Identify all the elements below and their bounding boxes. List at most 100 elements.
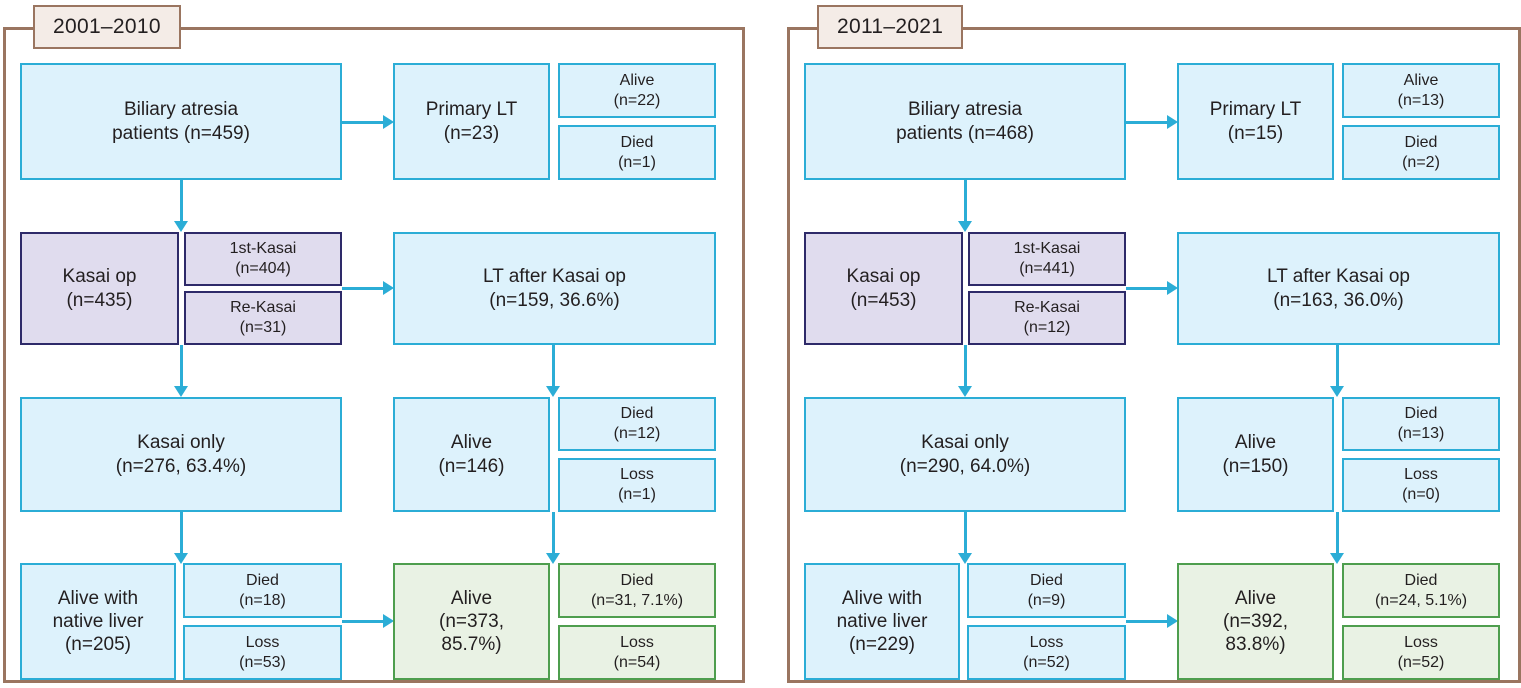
node-primary-lt-alive-p2: Alive (n=13): [1342, 63, 1500, 118]
node-line-2: (n=0): [1402, 486, 1440, 503]
node-line-1: Biliary atresia: [907, 99, 1023, 121]
node-line-2: (n=1): [618, 486, 656, 503]
connector-lt-alive-to-total-p1: [552, 512, 555, 557]
node-lt-loss-p2: Loss (n=0): [1342, 458, 1500, 512]
arrowhead-native-to-total-p1: [383, 614, 394, 628]
node-line-1: LT after Kasai op: [483, 266, 626, 288]
node-lt-after-kasai-p2: LT after Kasai op (n=163, 36.0%): [1177, 232, 1500, 345]
arrowhead-lt-alive-to-total-p1: [546, 553, 560, 564]
node-line-1: Died: [1404, 405, 1438, 423]
arrowhead-kasai-only-to-native-p2: [958, 553, 972, 564]
node-lt-after-kasai-p1: LT after Kasai op (n=159, 36.6%): [393, 232, 716, 345]
node-lt-alive-p2: Alive (n=150): [1177, 397, 1334, 512]
panel-2011-2021: [787, 27, 1521, 683]
node-line-2: (n=441): [1019, 260, 1075, 277]
node-line-2: patients (n=468): [896, 122, 1034, 144]
node-line-1: Died: [620, 571, 654, 589]
node-lt-died-p1: Died (n=12): [558, 397, 716, 451]
node-line-1: Alive: [1234, 587, 1277, 609]
panel-title-2011-2021: 2011–2021: [817, 5, 964, 49]
arrowhead-cohort-to-kasai-p2: [958, 221, 972, 232]
node-total-alive-p1: Alive (n=373, 85.7%): [393, 563, 550, 680]
node-line-1: Loss: [1029, 633, 1064, 651]
connector-cohort-to-kasai-p1: [180, 180, 183, 225]
node-line-2: (n=52): [1397, 653, 1445, 671]
panel-title-label: 2011–2021: [837, 15, 944, 38]
node-native-died-p1: Died (n=18): [183, 563, 342, 618]
node-line-1: Loss: [245, 633, 280, 651]
arrowhead-cohort-to-kasai-p1: [174, 221, 188, 232]
node-line-1: Kasai only: [921, 432, 1009, 454]
node-line-1: Kasai op: [62, 266, 137, 288]
node-kasai-op-p1: Kasai op (n=435): [20, 232, 179, 345]
node-line-1: Died: [620, 133, 654, 151]
connector-native-to-total-p2: [1126, 620, 1170, 623]
node-first-kasai-p2: 1st-Kasai (n=441): [968, 232, 1126, 286]
connector-kasai-to-kasai-only-p1: [180, 345, 183, 390]
node-line-2: (n=12): [1023, 319, 1071, 336]
node-line-1: Died: [1030, 571, 1063, 589]
node-line-2: native liver: [52, 610, 144, 632]
node-primary-lt-died-p2: Died (n=2): [1342, 125, 1500, 180]
node-line-1: Biliary atresia: [123, 99, 239, 121]
node-line-3: 85.7%): [441, 634, 502, 656]
arrowhead-cohort-to-primary-lt-p2: [1167, 115, 1178, 129]
node-line-1: Kasai op: [846, 266, 921, 288]
node-line-1: Re-Kasai: [1014, 299, 1080, 317]
node-line-2: (n=54): [613, 653, 661, 671]
connector-kasai-to-lt-p2: [1126, 287, 1170, 290]
node-line-2: (n=53): [239, 653, 286, 671]
arrowhead-lt-alive-to-total-p2: [1330, 553, 1344, 564]
connector-kasai-only-to-native-p2: [964, 512, 967, 557]
node-total-died-p2: Died (n=24, 5.1%): [1342, 563, 1500, 618]
node-line-1: Died: [620, 405, 654, 423]
panel-title-label: 2001–2010: [53, 15, 161, 38]
arrowhead-kasai-to-kasai-only-p2: [958, 386, 972, 397]
node-first-kasai-p1: 1st-Kasai (n=404): [184, 232, 342, 286]
node-line-1: 1st-Kasai: [1013, 240, 1081, 258]
node-line-3: 83.8%): [1225, 634, 1286, 656]
node-line-1: Re-Kasai: [230, 299, 296, 317]
panel-title-2001-2010: 2001–2010: [33, 5, 181, 49]
node-native-loss-p2: Loss (n=52): [967, 625, 1126, 680]
node-line-2: (n=404): [235, 260, 291, 277]
node-line-1: Primary LT: [425, 99, 518, 121]
connector-cohort-to-primary-lt-p1: [342, 121, 386, 124]
connector-native-to-total-p1: [342, 620, 386, 623]
node-line-1: Alive: [619, 71, 655, 89]
node-line-1: Loss: [1404, 466, 1438, 484]
node-line-1: Kasai only: [137, 432, 225, 454]
node-primary-lt-p1: Primary LT (n=23): [393, 63, 550, 180]
node-kasai-op-p2: Kasai op (n=453): [804, 232, 963, 345]
connector-kasai-to-lt-p1: [342, 287, 386, 290]
arrowhead-kasai-only-to-native-p1: [174, 553, 188, 564]
connector-cohort-to-kasai-p2: [964, 180, 967, 225]
node-native-loss-p1: Loss (n=53): [183, 625, 342, 680]
node-total-loss-p1: Loss (n=54): [558, 625, 716, 680]
node-line-2: (n=146): [438, 455, 505, 477]
arrowhead-kasai-to-kasai-only-p1: [174, 386, 188, 397]
node-line-1: LT after Kasai op: [1267, 266, 1410, 288]
node-cohort-p2: Biliary atresia patients (n=468): [804, 63, 1126, 180]
node-kasai-only-p1: Kasai only (n=276, 63.4%): [20, 397, 342, 512]
node-line-1: 1st-Kasai: [229, 240, 297, 258]
node-line-1: Alive: [1403, 71, 1439, 89]
connector-lt-to-alive-p2: [1336, 345, 1339, 390]
node-native-liver-p1: Alive with native liver (n=205): [20, 563, 176, 680]
node-lt-alive-p1: Alive (n=146): [393, 397, 550, 512]
node-line-3: (n=205): [64, 634, 132, 656]
node-re-kasai-p1: Re-Kasai (n=31): [184, 291, 342, 345]
node-line-2: (n=276, 63.4%): [115, 455, 247, 477]
node-line-2: (n=31, 7.1%): [590, 591, 684, 609]
node-line-2: (n=163, 36.0%): [1273, 289, 1404, 311]
node-line-2: (n=15): [1227, 122, 1284, 144]
node-line-2: (n=435): [66, 289, 133, 311]
arrowhead-native-to-total-p2: [1167, 614, 1178, 628]
node-line-2: (n=31): [239, 319, 287, 336]
node-line-2: (n=13): [1397, 425, 1445, 442]
node-line-1: Loss: [1404, 633, 1438, 651]
node-native-died-p2: Died (n=9): [967, 563, 1126, 618]
node-line-2: (n=24, 5.1%): [1374, 591, 1468, 609]
connector-kasai-to-kasai-only-p2: [964, 345, 967, 390]
node-line-1: Alive with: [841, 587, 923, 609]
